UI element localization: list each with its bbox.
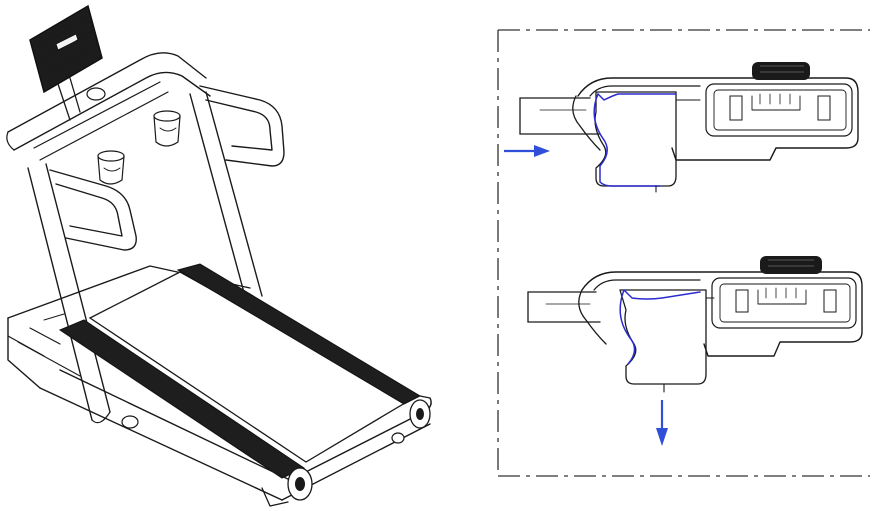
treadmill-illustration: [6, 4, 432, 507]
detail-view-engage: [504, 62, 859, 193]
knob-icon: [752, 62, 810, 80]
right-handlebar: [199, 85, 285, 167]
display-console-icon: [29, 4, 106, 121]
detail-frame: [497, 29, 870, 477]
detail-view-release: [527, 256, 863, 446]
cup-holder-icon: [97, 150, 125, 185]
deck: [7, 263, 432, 507]
right-upright: [189, 91, 263, 301]
knob-icon: [760, 256, 822, 274]
left-upright: [27, 163, 111, 424]
arrow-right-icon: [504, 145, 550, 157]
upper-frame: [6, 52, 211, 161]
cup-holder-icon: [153, 110, 181, 147]
arrow-down-icon: [656, 400, 668, 446]
left-handlebar: [49, 169, 137, 251]
